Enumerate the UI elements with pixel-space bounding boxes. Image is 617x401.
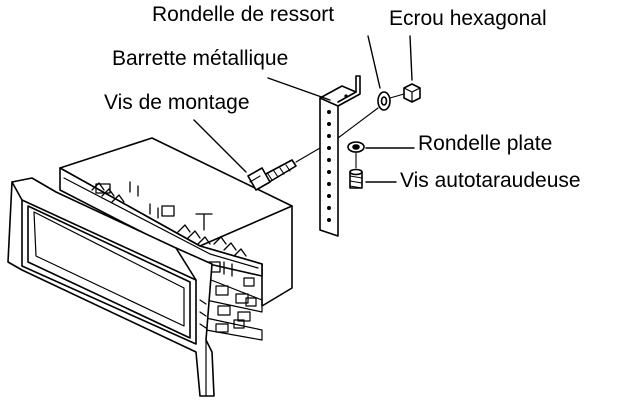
hex-nut-label: Ecrou hexagonal bbox=[389, 7, 547, 30]
self-tapping-screw-label: Vis autotaraudeuse bbox=[400, 169, 581, 192]
mounting-screw-label: Vis de montage bbox=[104, 91, 250, 114]
mounting-bolt bbox=[247, 159, 297, 191]
self-tapping-screw-part bbox=[349, 168, 363, 189]
flat-washer-part bbox=[347, 141, 365, 153]
mounting-sleeve bbox=[59, 167, 263, 277]
assembly-axis bbox=[295, 93, 405, 169]
metal-strap-label: Barrette métallique bbox=[112, 47, 289, 70]
spring-washer-label: Rondelle de ressort bbox=[152, 3, 335, 26]
trim-ring bbox=[7, 177, 215, 397]
metal-strap bbox=[319, 75, 361, 237]
flat-washer-label: Rondelle plate bbox=[418, 132, 553, 155]
spring-washer-part bbox=[377, 91, 391, 111]
hex-nut-part bbox=[403, 83, 421, 103]
leader-lines bbox=[193, 35, 415, 183]
